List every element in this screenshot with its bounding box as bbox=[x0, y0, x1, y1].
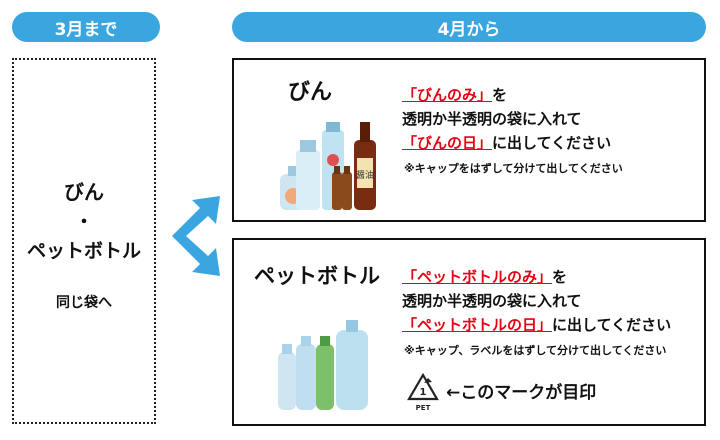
bin-only-text: 「びんのみ」 bbox=[402, 86, 493, 104]
pet-line3: 「ペットボトルの日」に出してください bbox=[402, 314, 671, 335]
bin-panel: びん 醤油 「びんのみ」を 透明か半透明の袋に入れて 「びんの日」に出してくださ… bbox=[232, 58, 706, 222]
pet-title: ペットボトル bbox=[254, 264, 380, 288]
pet-bottles-illustration bbox=[278, 320, 368, 410]
left-dot-text: ・ bbox=[75, 212, 93, 233]
pet-mark-text: ←このマークが目印 bbox=[446, 383, 597, 403]
left-bin-text: びん bbox=[64, 180, 104, 204]
pet-only-text: 「ペットボトルのみ」 bbox=[402, 268, 553, 286]
label-until-march: 3月まで bbox=[12, 12, 160, 42]
bin-line1: 「びんのみ」を bbox=[402, 84, 507, 105]
bin-line1-rest: を bbox=[492, 86, 508, 104]
soy-label-text: 醤油 bbox=[356, 169, 374, 181]
left-pet-text: ペットボトル bbox=[26, 240, 141, 262]
before-panel: びん ・ ペットボトル 同じ袋へ bbox=[12, 58, 156, 424]
split-arrow-icon bbox=[172, 196, 220, 276]
bin-line2: 透明か半透明の袋に入れて bbox=[402, 110, 582, 128]
bin-note: ※キャップをはずして分けて出してください bbox=[404, 162, 623, 175]
bin-line3: 「びんの日」に出してください bbox=[402, 132, 611, 153]
pet-recycle-mark-icon: 1 PET bbox=[407, 372, 439, 412]
pet-line2: 透明か半透明の袋に入れて bbox=[402, 292, 582, 310]
pet-note: ※キャップ、ラベルをはずして分けて出してください bbox=[404, 344, 667, 357]
pet-mark-label: PET bbox=[416, 404, 431, 412]
pet-mark-number: 1 bbox=[420, 387, 427, 398]
pet-line1: 「ペットボトルのみ」を bbox=[402, 266, 567, 287]
pet-line3-rest: に出してください bbox=[552, 316, 672, 334]
glass-bottles-illustration: 醤油 bbox=[280, 122, 376, 210]
bin-day-text: 「びんの日」 bbox=[402, 134, 493, 152]
left-same-bag-text: 同じ袋へ bbox=[56, 295, 112, 311]
bin-title: びん bbox=[288, 80, 333, 105]
pet-panel: ペットボトル 「ペットボトルのみ」を 透明か半透明の袋に入れて 「ペットボトルの… bbox=[232, 238, 706, 426]
pet-day-text: 「ペットボトルの日」 bbox=[402, 316, 553, 334]
label-from-april: 4月から bbox=[232, 12, 706, 42]
pet-line1-rest: を bbox=[552, 268, 568, 286]
bin-line3-rest: に出してください bbox=[492, 134, 612, 152]
